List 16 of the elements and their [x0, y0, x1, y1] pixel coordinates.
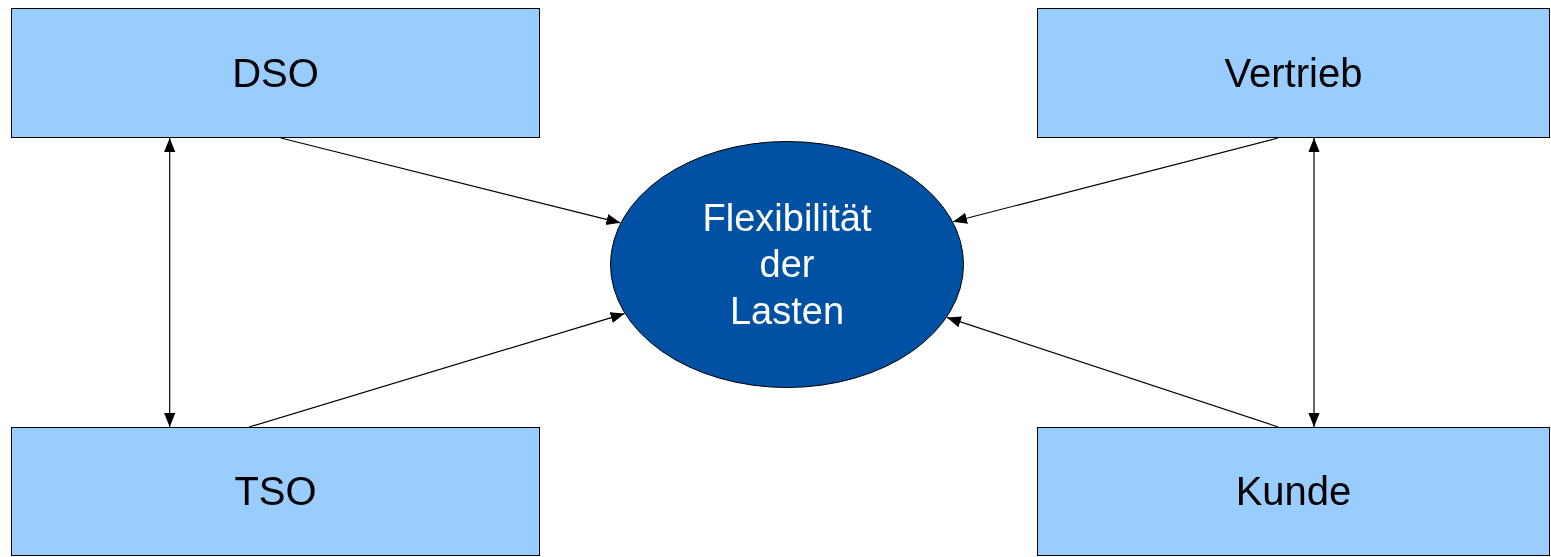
- actor-label: TSO: [234, 469, 317, 514]
- topic-ellipse: [610, 141, 964, 388]
- topic-label: Flexibilität der Lasten: [702, 195, 872, 334]
- actor-label: Kunde: [1235, 469, 1352, 514]
- arrow: [952, 137, 1279, 224]
- actor-box: [1037, 8, 1550, 138]
- actor-box: [1037, 427, 1550, 556]
- arrow: [164, 137, 176, 428]
- arrow: [1308, 137, 1320, 428]
- actor-label: Vertrieb: [1224, 50, 1363, 96]
- arrow: [248, 312, 626, 428]
- arrow: [946, 316, 1279, 428]
- arrow: [280, 137, 621, 225]
- actor-box: [11, 427, 540, 556]
- actor-box: [11, 8, 540, 138]
- actor-label: DSO: [232, 50, 319, 96]
